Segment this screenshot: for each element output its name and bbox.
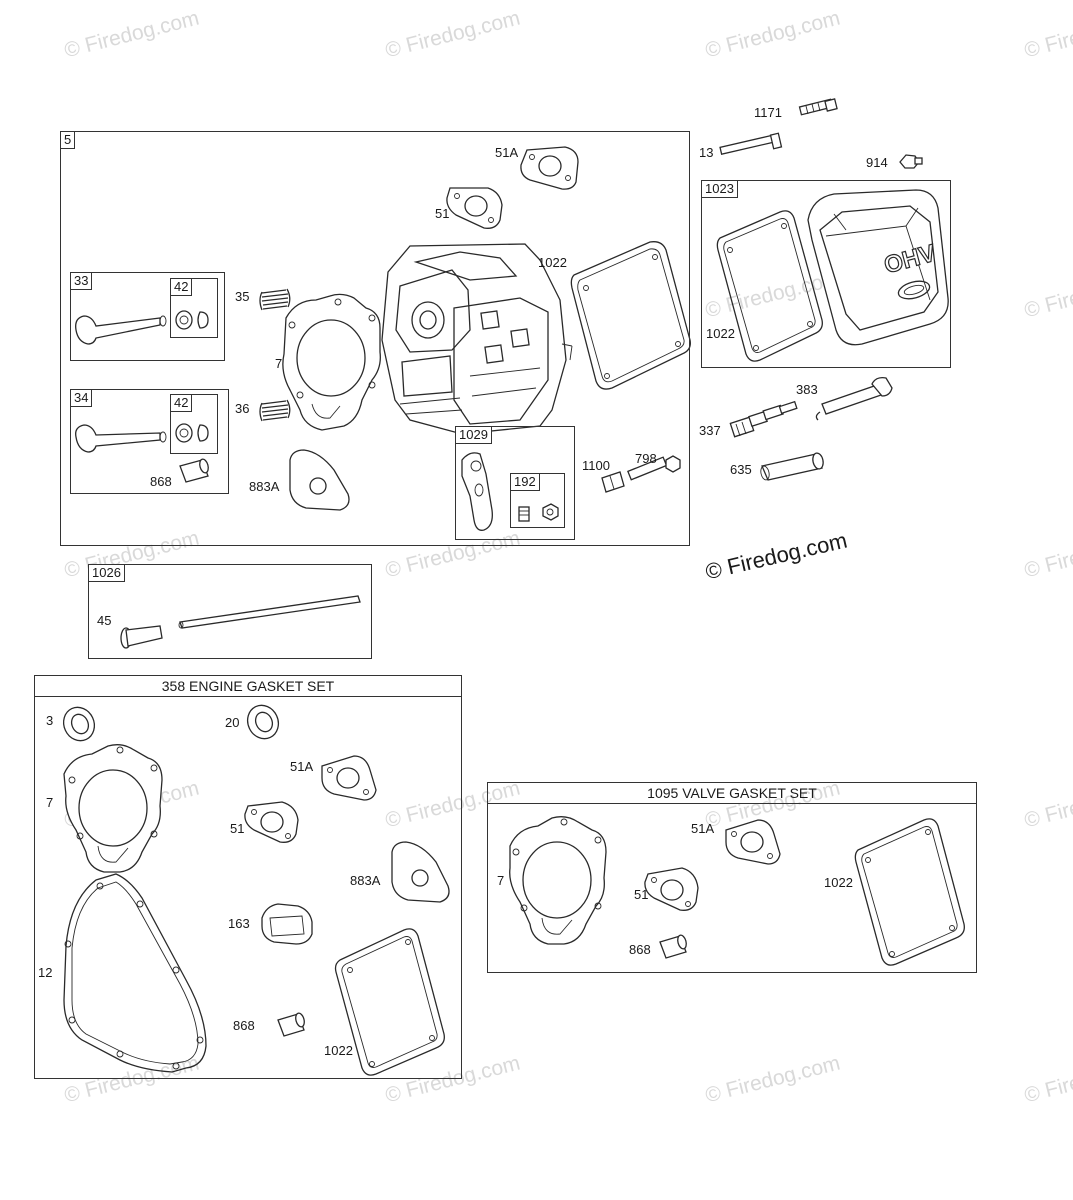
adjusting-screw-192-icon bbox=[518, 503, 559, 522]
part-number[interactable]: 868 bbox=[233, 1018, 255, 1033]
gasket-1022-cover-icon bbox=[716, 210, 823, 362]
group-box-1029: 1029 bbox=[455, 426, 575, 540]
gasket-51a-valve-kit-icon bbox=[725, 819, 781, 865]
part-number[interactable]: 51 bbox=[230, 821, 245, 836]
gasket-1022-kit-icon bbox=[334, 928, 445, 1076]
valve-seal-868-top-icon bbox=[179, 458, 209, 483]
part-number[interactable]: 868 bbox=[629, 942, 651, 957]
part-number[interactable]: 1022 bbox=[538, 255, 567, 270]
guide-plate-1100-icon bbox=[601, 471, 625, 493]
group-box-192: 192 bbox=[510, 473, 565, 528]
part-number[interactable]: 51 bbox=[435, 206, 450, 221]
spark-plug-boot-383-icon bbox=[815, 376, 893, 421]
gasket-163-icon bbox=[261, 903, 313, 945]
part-number[interactable]: 20 bbox=[225, 715, 240, 730]
group-label-192: 192 bbox=[511, 474, 540, 491]
part-number[interactable]: 883A bbox=[249, 479, 280, 494]
valve-gasket-set-box: 1095 VALVE GASKET SET bbox=[487, 782, 977, 973]
part-number[interactable]: 1022 bbox=[824, 875, 853, 890]
sleeve-635-icon bbox=[760, 452, 824, 481]
valve-gasket-set-title: 1095 VALVE GASKET SET bbox=[488, 783, 976, 804]
head-gasket-7-valve-kit-icon bbox=[509, 816, 607, 945]
gasket-883a-top-icon bbox=[289, 449, 350, 511]
group-box-42b: 42 bbox=[170, 394, 218, 454]
group-box-5: 5 bbox=[60, 131, 690, 546]
part-number[interactable]: 7 bbox=[46, 795, 54, 810]
group-label-42a: 42 bbox=[171, 279, 193, 296]
spark-plug-337-icon bbox=[729, 400, 798, 438]
part-number[interactable]: 51A bbox=[290, 759, 314, 774]
gasket-51a-icon bbox=[520, 146, 579, 190]
part-number[interactable]: 1171 bbox=[754, 105, 782, 120]
exhaust-valve-33-icon bbox=[75, 315, 167, 345]
part-number[interactable]: 51A bbox=[495, 145, 519, 160]
spacer-51-icon bbox=[446, 187, 503, 229]
part-number[interactable]: 7 bbox=[275, 356, 283, 371]
part-number[interactable]: 883A bbox=[350, 873, 381, 888]
group-box-42a: 42 bbox=[170, 278, 218, 338]
part-number[interactable]: 45 bbox=[97, 613, 112, 628]
cylinder-head-icon bbox=[381, 243, 573, 435]
part-number[interactable]: 383 bbox=[796, 382, 818, 397]
group-box-1026: 1026 bbox=[88, 564, 372, 659]
tappet-45-icon bbox=[120, 625, 163, 649]
group-label-42b: 42 bbox=[171, 395, 193, 412]
bolt-13-icon bbox=[719, 132, 783, 155]
group-label-1029: 1029 bbox=[456, 427, 492, 444]
part-number[interactable]: 914 bbox=[866, 155, 888, 170]
group-label-33: 33 bbox=[71, 273, 93, 290]
valve-seal-868-kit-icon bbox=[277, 1012, 305, 1037]
crankcase-gasket-12-icon bbox=[63, 873, 207, 1073]
part-number[interactable]: 36 bbox=[235, 401, 250, 416]
seal-3-icon bbox=[62, 706, 96, 742]
rocker-arm-1029-icon bbox=[461, 452, 493, 531]
part-number[interactable]: 798 bbox=[635, 451, 657, 466]
engine-gasket-set-box: 358 ENGINE GASKET SET bbox=[34, 675, 462, 1079]
part-number[interactable]: 635 bbox=[730, 462, 752, 477]
part-number[interactable]: 51 bbox=[634, 887, 649, 902]
part-number[interactable]: 1022 bbox=[706, 326, 735, 341]
part-number[interactable]: 51A bbox=[691, 821, 715, 836]
part-number[interactable]: 868 bbox=[150, 474, 172, 489]
part-number[interactable]: 35 bbox=[235, 289, 250, 304]
part-number[interactable]: 337 bbox=[699, 423, 721, 438]
group-box-1023: 1023 bbox=[701, 180, 951, 368]
valve-retainer-42a-icon bbox=[175, 310, 209, 330]
rocker-cover-icon bbox=[807, 189, 949, 346]
part-number[interactable]: 13 bbox=[699, 145, 714, 160]
spacer-51-valve-kit-icon bbox=[644, 867, 699, 911]
part-number[interactable]: 12 bbox=[38, 965, 53, 980]
part-number[interactable]: 3 bbox=[46, 713, 54, 728]
part-number[interactable]: 1100 bbox=[582, 458, 610, 473]
intake-valve-34-icon bbox=[75, 424, 167, 453]
head-gasket-7-kit-icon bbox=[63, 744, 163, 873]
group-box-33: 33 bbox=[70, 272, 225, 361]
group-label-34: 34 bbox=[71, 390, 93, 407]
head-gasket-7-top-icon bbox=[282, 293, 381, 431]
gasket-51a-kit-icon bbox=[321, 755, 377, 801]
group-box-34: 34 bbox=[70, 389, 229, 494]
part-number[interactable]: 7 bbox=[497, 873, 505, 888]
screw-1171-icon bbox=[798, 98, 838, 116]
part-number[interactable]: 163 bbox=[228, 916, 250, 931]
group-label-5: 5 bbox=[61, 132, 76, 149]
spacer-51-kit-icon bbox=[244, 801, 299, 843]
nut-914-icon bbox=[899, 154, 923, 169]
valve-seal-868-valve-kit-icon bbox=[659, 934, 687, 959]
valve-retainer-42b-icon bbox=[175, 423, 209, 443]
engine-gasket-set-title: 358 ENGINE GASKET SET bbox=[35, 676, 461, 697]
gasket-1022-valve-kit-icon bbox=[854, 818, 965, 966]
spring-35-icon bbox=[259, 288, 291, 311]
spring-36-icon bbox=[259, 399, 291, 422]
gasket-883a-kit-icon bbox=[391, 841, 450, 903]
part-number[interactable]: 1022 bbox=[324, 1043, 353, 1058]
group-label-1023: 1023 bbox=[702, 181, 738, 198]
rocker-stud-798-icon bbox=[627, 455, 681, 481]
gasket-1022-top-icon bbox=[570, 241, 691, 390]
group-label-1026: 1026 bbox=[89, 565, 125, 582]
push-rod-1026-icon bbox=[178, 595, 361, 629]
seal-20-icon bbox=[246, 704, 280, 740]
